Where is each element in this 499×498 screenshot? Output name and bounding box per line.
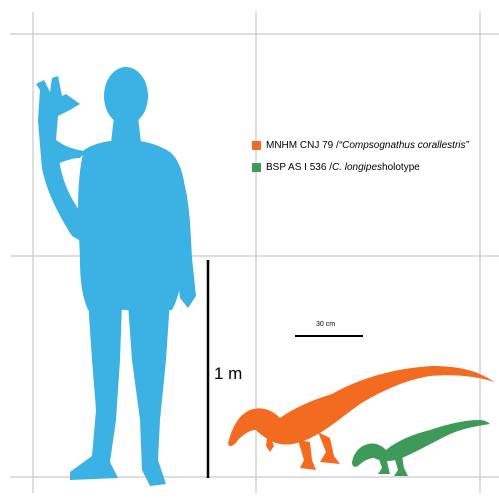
green-swatch-icon <box>252 163 261 172</box>
orange-swatch-icon <box>252 141 261 150</box>
compsognathus-longipes-silhouette-icon <box>352 420 490 476</box>
legend-item-corallestris: MNHM CNJ 79 / “Compsognathus corallestri… <box>252 140 469 151</box>
legend-label-1-species: “Compsognathus corallestris” <box>339 140 469 151</box>
legend-label-2-suffix: holotype <box>382 162 420 173</box>
legend-label-1-prefix: MNHM CNJ 79 / <box>266 140 339 151</box>
one-metre-label: 1 m <box>214 364 242 384</box>
human-silhouette-icon <box>36 67 196 486</box>
legend-label-2-prefix: BSP AS I 536 / <box>266 162 332 173</box>
thirty-cm-label: 30 cm <box>316 321 335 328</box>
legend-label-2-species: C. longipes <box>332 162 382 173</box>
legend-item-longipes: BSP AS I 536 / C. longipes holotype <box>252 162 420 173</box>
